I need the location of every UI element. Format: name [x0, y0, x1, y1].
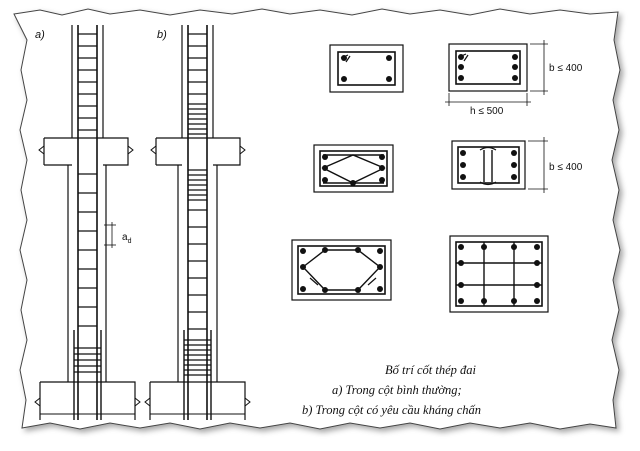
panel-b-label: b) [157, 29, 167, 41]
section-six-bars-dots [458, 54, 518, 81]
caption-line-b: b) Trong cột có yêu cầu kháng chấn [302, 403, 481, 417]
section-grid-ties [449, 235, 549, 313]
section-diamond-ties-dots [322, 154, 385, 186]
section-u-ties [451, 140, 526, 190]
caption-title: Bố trí cốt thép đai [385, 363, 476, 377]
section-grid-ties-dots [458, 244, 540, 304]
column-a-stirrups [74, 33, 101, 373]
dim-b-mid: b ≤ 400 [549, 162, 583, 173]
caption-line-a: a) Trong cột bình thường; [332, 383, 462, 397]
section-small-bars [341, 55, 392, 82]
column-b-stirrups [184, 33, 211, 376]
panel-a-label: a) [35, 29, 45, 41]
paper-frame [13, 8, 621, 430]
dim-b-top: b ≤ 400 [549, 63, 583, 74]
section-large-diamond-dots [300, 247, 383, 293]
spacing-label: ad [122, 232, 132, 245]
section-six-bars [448, 43, 528, 92]
section-u-ties-dots [460, 150, 517, 180]
column-a [34, 25, 141, 420]
dimension-lines-top [445, 40, 548, 106]
dimension-lines-mid [528, 137, 548, 193]
dim-h-top: h ≤ 500 [470, 106, 504, 117]
